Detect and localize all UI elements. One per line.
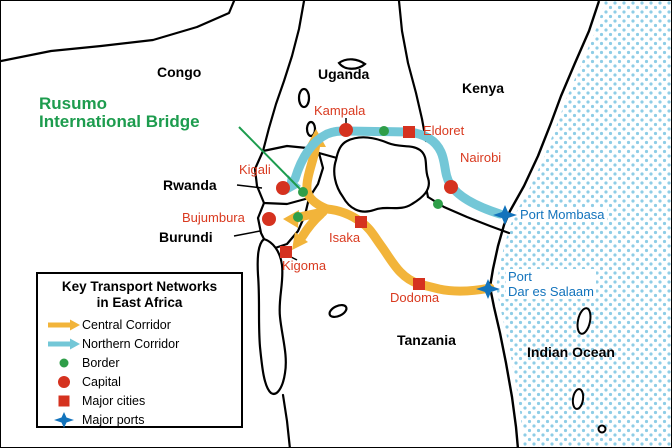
border-congo-north bbox=[1, 1, 236, 63]
northern-corridor-arrow-icon bbox=[46, 338, 82, 350]
island-2 bbox=[571, 388, 585, 410]
capital-markers bbox=[262, 123, 458, 226]
city-label-kigali: Kigali bbox=[239, 162, 271, 177]
arrowhead-kigoma bbox=[292, 232, 308, 250]
burundi-pointer-line bbox=[233, 230, 261, 237]
legend-title-line1: Key Transport Networks bbox=[61, 279, 218, 294]
legend-label-central-corridor: Central Corridor bbox=[82, 317, 171, 332]
legend-title-line2: in East Africa bbox=[96, 295, 183, 310]
border-uganda-kenya bbox=[397, 1, 428, 143]
central-corridor-arrow-icon bbox=[46, 319, 82, 331]
coastline bbox=[488, 1, 601, 447]
lakes bbox=[256, 58, 430, 395]
border-rwanda bbox=[253, 144, 325, 206]
lake-albert bbox=[297, 87, 311, 109]
city-label-dodoma: Dodoma bbox=[390, 290, 440, 305]
city-label-bujumbura: Bujumbura bbox=[182, 210, 245, 225]
border-dot-burundi bbox=[293, 212, 303, 222]
city-label-nairobi: Nairobi bbox=[460, 150, 502, 165]
rwanda-pointer-line bbox=[236, 184, 263, 189]
lake-tanganyika bbox=[256, 237, 287, 395]
legend-item-border: Border bbox=[46, 353, 233, 372]
city-label-isaka: Isaka bbox=[329, 230, 361, 245]
legend-item-capital: Capital bbox=[46, 372, 233, 391]
legend-label-major-ports: Major ports bbox=[82, 412, 145, 427]
border-dot-kampala-eldoret bbox=[379, 126, 389, 136]
border-tanzania-southwest bbox=[281, 393, 291, 447]
port-label-dar-line1: Port bbox=[508, 269, 532, 284]
capital-marker-bujumbura bbox=[262, 212, 276, 226]
country-label-congo: Congo bbox=[157, 64, 202, 80]
country-label-rwanda: Rwanda bbox=[163, 177, 217, 193]
capital-marker-kigali bbox=[276, 181, 290, 195]
city-marker-dodoma bbox=[413, 278, 425, 290]
lake-edward bbox=[305, 120, 317, 138]
border-crossing-markers bbox=[293, 126, 443, 222]
city-label-kampala: Kampala bbox=[314, 103, 366, 118]
central-corridor-main bbox=[322, 204, 495, 296]
country-label-uganda: Uganda bbox=[318, 66, 370, 82]
major-city-square-icon bbox=[46, 394, 82, 408]
legend-label-major-cities: Major cities bbox=[82, 393, 146, 408]
city-marker-isaka bbox=[355, 216, 367, 228]
rusumo-pointer-line bbox=[238, 126, 302, 191]
port-markers bbox=[476, 205, 517, 299]
rusumo-bridge-annotation: Rusumo International Bridge bbox=[39, 95, 200, 131]
lake-victoria bbox=[333, 136, 430, 213]
border-burundi-west bbox=[256, 201, 267, 243]
legend-label-northern-corridor: Northern Corridor bbox=[82, 336, 180, 351]
border-dot-kenya-tanzania bbox=[433, 199, 443, 209]
lake-kyoga bbox=[337, 58, 367, 70]
country-label-burundi: Burundi bbox=[159, 229, 213, 245]
city-label-eldoret: Eldoret bbox=[423, 123, 465, 138]
rusumo-annotation-line1: Rusumo bbox=[39, 94, 107, 113]
legend-title: Key Transport Networks in East Africa bbox=[46, 279, 233, 311]
capital-marker-kampala bbox=[339, 123, 353, 137]
islands bbox=[571, 307, 607, 434]
major-city-markers bbox=[280, 126, 425, 290]
port-label-dar-es-salaam: Port Dar es Salaam bbox=[506, 269, 596, 299]
port-label-dar-line2: Dar es Salaam bbox=[508, 284, 594, 299]
island-1 bbox=[576, 307, 592, 335]
border-dot-rusumo bbox=[298, 187, 308, 197]
city-label-kigoma: Kigoma bbox=[282, 258, 327, 273]
port-marker-mombasa bbox=[493, 205, 517, 225]
legend-label-capital: Capital bbox=[82, 374, 121, 389]
country-borders bbox=[1, 1, 511, 447]
country-label-kenya: Kenya bbox=[462, 80, 505, 96]
central-corridor-kigoma-branch bbox=[297, 209, 326, 242]
island-3 bbox=[597, 424, 607, 434]
country-label-tanzania: Tanzania bbox=[397, 332, 456, 348]
major-port-star-icon bbox=[46, 411, 82, 429]
lake-rukwa bbox=[328, 303, 348, 319]
city-marker-kigoma bbox=[280, 246, 292, 258]
border-uganda-tanzania-west bbox=[317, 151, 339, 160]
border-dot-icon bbox=[46, 356, 82, 370]
legend-item-major-cities: Major cities bbox=[46, 391, 233, 410]
capital-circle-icon bbox=[46, 374, 82, 390]
port-marker-dar-es-salaam bbox=[476, 279, 500, 299]
legend-label-border: Border bbox=[82, 355, 120, 370]
legend: Key Transport Networks in East Africa Ce… bbox=[36, 272, 243, 428]
legend-item-northern-corridor: Northern Corridor bbox=[46, 334, 233, 353]
port-label-mombasa: Port Mombasa bbox=[518, 207, 607, 223]
legend-item-major-ports: Major ports bbox=[46, 410, 233, 429]
border-congo-uganda bbox=[261, 1, 306, 153]
ocean-label: Indian Ocean bbox=[527, 344, 615, 360]
capital-marker-nairobi bbox=[444, 180, 458, 194]
city-marker-eldoret bbox=[403, 126, 415, 138]
legend-item-central-corridor: Central Corridor bbox=[46, 315, 233, 334]
rusumo-annotation-line2: International Bridge bbox=[39, 112, 200, 131]
border-burundi-east bbox=[273, 196, 311, 250]
indian-ocean-area bbox=[490, 1, 671, 447]
